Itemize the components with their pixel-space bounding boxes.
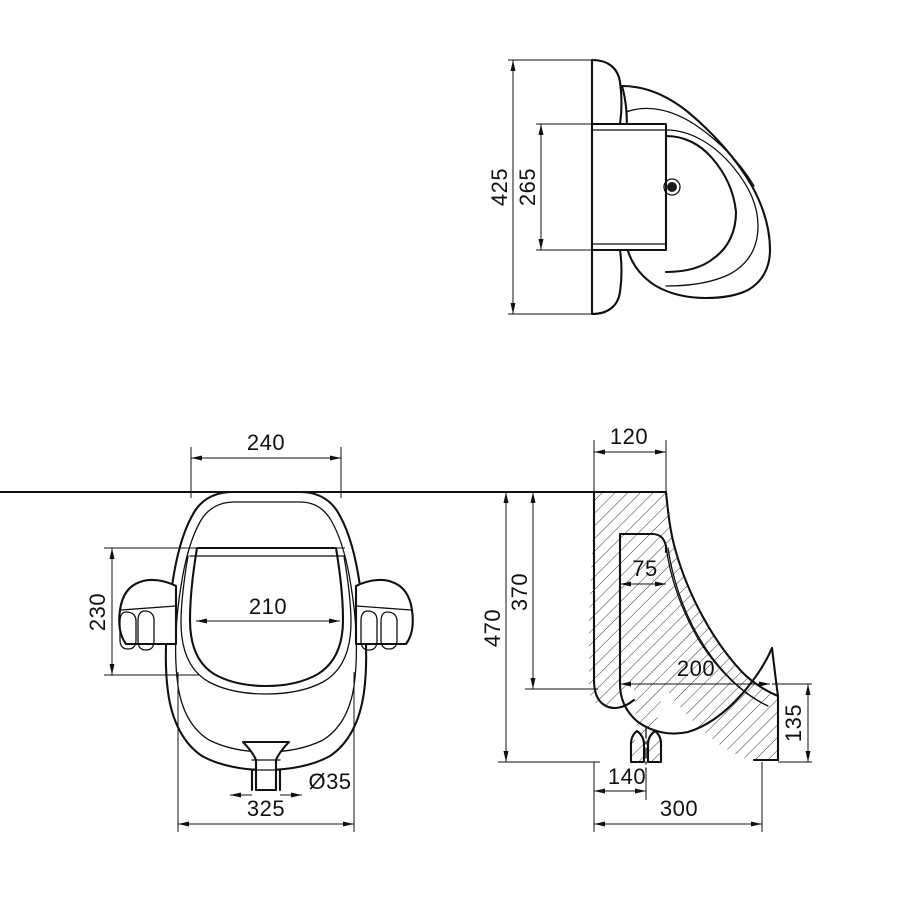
top-view-flange-top: [590, 58, 623, 126]
section-hatch-fill: [589, 492, 778, 760]
section-outlet-hatch-left: [631, 740, 644, 762]
top-view: 425 265: [487, 58, 772, 316]
dim-325-label: 325: [247, 796, 285, 821]
dim-210-label: 210: [249, 594, 287, 619]
section-front-lip: [770, 646, 780, 762]
front-view-bracket-right-tab-1: [380, 611, 398, 650]
inlet-hole-icon: [667, 182, 677, 192]
dim-240-label: 240: [247, 430, 285, 455]
front-view-bracket-left-tab-1: [119, 611, 137, 650]
section-outlet-hatch-right: [648, 740, 661, 762]
top-view-bowl-inner-contour: [665, 129, 759, 287]
inlet-hole-outer-icon: [663, 178, 681, 196]
front-view-bracket-left-tab-2: [137, 610, 155, 651]
dim-265-label: 265: [515, 168, 540, 206]
dim-300-label: 300: [660, 796, 698, 821]
front-view-bracket-left: [118, 578, 178, 646]
dim-425-label: 425: [487, 168, 512, 206]
dim-230-label: 230: [85, 593, 110, 631]
front-view: 240 230 210 Ø35 325: [85, 430, 414, 832]
dim-135-label: 135: [781, 704, 806, 742]
section-wall-thickness-line-2: [665, 545, 769, 707]
dim-35-label: Ø35: [308, 769, 351, 794]
dim-470-label: 470: [480, 609, 505, 647]
dim-120-label: 120: [610, 424, 648, 449]
dim-75-label: 75: [632, 556, 657, 581]
dim-140-label: 140: [608, 764, 646, 789]
dim-370-label: 370: [507, 573, 532, 611]
top-view-bowl-opening: [664, 134, 738, 274]
front-view-bracket-right-edge: [355, 605, 412, 611]
top-view-back-plate: [590, 122, 668, 252]
top-view-rim-contour: [625, 107, 755, 187]
front-view-bracket-left-edge: [120, 605, 177, 611]
top-view-flange-bottom: [590, 248, 623, 316]
section-bowl-inner-curve: [618, 646, 774, 735]
section-view: 120 75 370 470 200 135: [0, 424, 812, 832]
front-view-bowl-cavity-offset: [180, 555, 352, 695]
front-view-bracket-right-tab-2: [360, 610, 378, 651]
front-view-outlet-spigot: [241, 740, 291, 792]
front-view-bowl-cavity: [188, 546, 345, 688]
dim-200-label: 200: [677, 656, 715, 681]
